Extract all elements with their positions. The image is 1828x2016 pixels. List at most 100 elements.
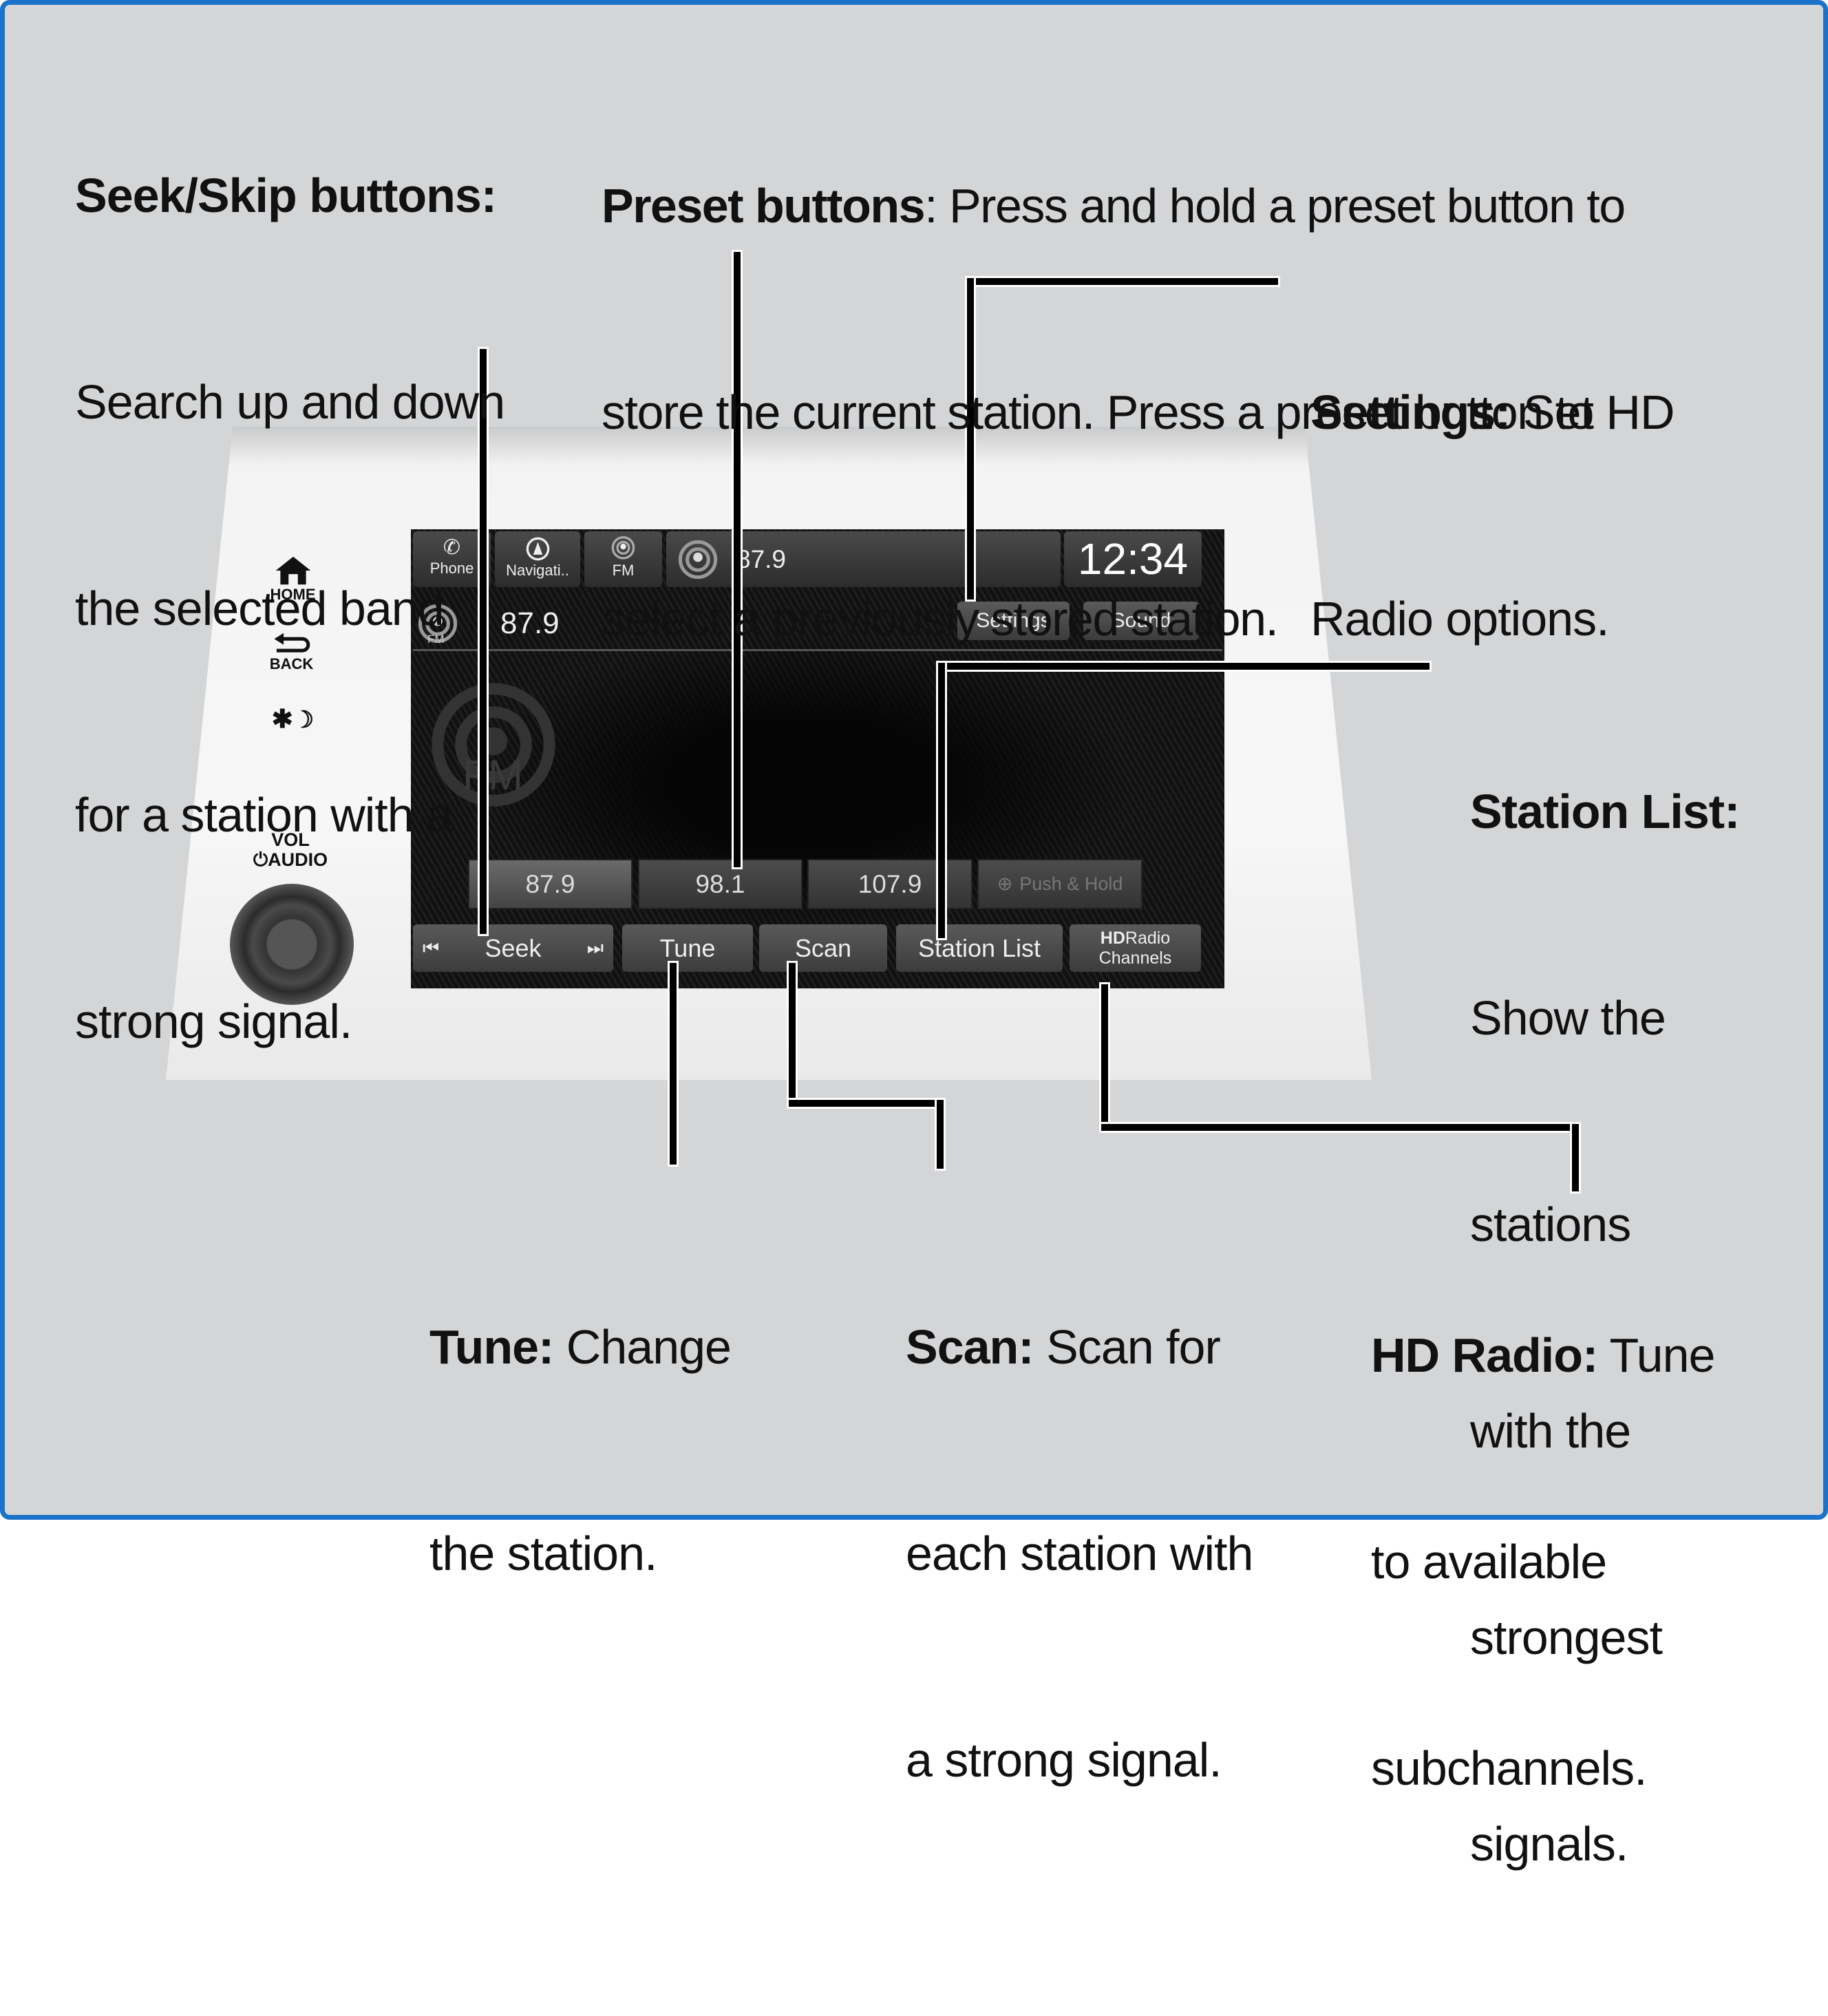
hd-leader-line bbox=[1101, 1124, 1579, 1131]
navigation-icon bbox=[526, 537, 549, 561]
sound-button[interactable]: Sound bbox=[1083, 602, 1199, 640]
preset-label: 98.1 bbox=[695, 869, 745, 898]
seek-callout: Seek/Skip buttons: Search up and down th… bbox=[75, 23, 505, 1193]
preset-label: 87.9 bbox=[525, 869, 575, 898]
current-station: 87.9 bbox=[500, 606, 560, 640]
callout-line: Radio options. bbox=[1310, 592, 1610, 646]
moon-icon: ☽ bbox=[293, 707, 315, 733]
home-icon bbox=[275, 556, 310, 585]
phone-icon: ✆ bbox=[443, 536, 461, 559]
tab-phone[interactable]: ✆ Phone bbox=[413, 531, 491, 587]
tab-label: Phone bbox=[429, 560, 474, 577]
callout-line: the selected band bbox=[75, 582, 445, 635]
divider bbox=[413, 649, 1222, 651]
hd-leader-line bbox=[1101, 984, 1108, 1131]
scan-label: Scan bbox=[794, 933, 852, 962]
volume-knob[interactable] bbox=[230, 884, 354, 1005]
callout-line: store the current station. Press a prese… bbox=[602, 385, 1594, 439]
tune-leader-line bbox=[670, 963, 677, 1165]
fm-icon bbox=[418, 604, 458, 644]
hd-radio-callout: HD Radio: Tune to available subchannels. bbox=[1371, 1183, 1715, 1940]
settings-leader-line bbox=[967, 278, 1278, 285]
callout-line: each station with bbox=[906, 1527, 1253, 1580]
touch-screen: ✆ Phone Navigati.. FM 87.9 12:34 FM 87.9… bbox=[411, 529, 1224, 988]
channels-label: Channels bbox=[1098, 948, 1172, 968]
callout-line: Search up and down bbox=[75, 375, 505, 429]
seek-button[interactable]: ⏮ Seek ⏭ bbox=[413, 924, 613, 972]
callout-title: Preset buttons bbox=[602, 179, 926, 233]
settings-button[interactable]: Settings bbox=[957, 602, 1070, 640]
callout-line: select a previously stored station. bbox=[602, 592, 1279, 646]
hd-radio-label: Radio bbox=[1125, 928, 1171, 948]
callout-line: Change bbox=[553, 1320, 732, 1374]
scan-button[interactable]: Scan bbox=[759, 924, 887, 972]
tab-label: Navigati.. bbox=[506, 562, 569, 579]
now-playing-tab[interactable]: 87.9 bbox=[666, 531, 1061, 587]
sun-icon: ✱ bbox=[271, 705, 293, 733]
tune-button[interactable]: Tune bbox=[622, 924, 753, 972]
tab-label: FM bbox=[612, 562, 635, 579]
preset-button-3[interactable]: 107.9 bbox=[807, 859, 973, 909]
seek-label: Seek bbox=[485, 933, 542, 962]
callout-title: Station List: bbox=[1470, 785, 1740, 838]
push-hold-label: Push & Hold bbox=[1019, 873, 1123, 894]
radio-icon bbox=[678, 540, 718, 580]
radio-icon bbox=[611, 536, 635, 560]
callout-line: : Press and hold a preset button to bbox=[924, 179, 1626, 233]
callout-line: Tune bbox=[1597, 1328, 1715, 1382]
tune-label: Tune bbox=[659, 933, 716, 962]
hd-logo-icon: HD bbox=[1100, 928, 1125, 948]
plus-icon: ⊕ bbox=[997, 873, 1013, 894]
callout-title: Scan: bbox=[906, 1320, 1034, 1374]
fm-watermark: FM bbox=[463, 752, 524, 798]
clock-text: 12:34 bbox=[1077, 534, 1189, 584]
preset-button-1[interactable]: 87.9 bbox=[468, 859, 633, 909]
audio-label: AUDIO bbox=[268, 849, 328, 870]
scan-leader-line bbox=[937, 1100, 944, 1169]
vol-audio-label: VOL ⏻AUDIO bbox=[244, 830, 337, 870]
callout-line: strong signal. bbox=[75, 995, 352, 1048]
preset-button-2[interactable]: 98.1 bbox=[638, 859, 803, 909]
callout-line: stations bbox=[1470, 1198, 1631, 1251]
callout-title: Seek/Skip buttons: bbox=[75, 169, 497, 222]
now-playing-station: 87.9 bbox=[736, 545, 787, 573]
callout-line: subchannels. bbox=[1371, 1741, 1648, 1795]
tune-callout: Tune: Change the station. bbox=[429, 1175, 732, 1726]
callout-line: with the bbox=[1470, 1404, 1631, 1458]
callout-line: a strong signal. bbox=[906, 1733, 1222, 1787]
settings-leader-line bbox=[967, 278, 974, 600]
station-list-label: Station List bbox=[917, 933, 1041, 962]
scan-leader-line bbox=[789, 963, 796, 1106]
preset-callout: Preset buttons: Press and hold a preset … bbox=[602, 34, 1626, 791]
clock: 12:34 bbox=[1064, 531, 1202, 587]
skip-forward-icon[interactable]: ⏭ bbox=[586, 937, 604, 958]
preset-leader-line bbox=[734, 252, 741, 867]
callout-line: to available bbox=[1371, 1535, 1607, 1589]
tab-fm[interactable]: FM bbox=[584, 531, 662, 587]
radio-diagram: HOME BACK ✱☽ VOL ⏻AUDIO ✆ Phone Navigati… bbox=[0, 0, 1828, 1871]
station-list-leader-line bbox=[938, 663, 1430, 670]
callout-line: Scan for bbox=[1033, 1320, 1221, 1374]
home-button[interactable]: HOME bbox=[264, 555, 322, 604]
home-label: HOME bbox=[270, 586, 316, 603]
fm-badge: FM bbox=[427, 633, 445, 646]
vol-label: VOL bbox=[271, 829, 310, 850]
scan-leader-line bbox=[789, 1100, 944, 1107]
seek-leader-line bbox=[480, 349, 487, 934]
sound-label: Sound bbox=[1111, 609, 1171, 632]
tab-navigation[interactable]: Navigati.. bbox=[495, 531, 580, 587]
settings-label: Settings bbox=[976, 609, 1051, 632]
day-night-button[interactable]: ✱☽ bbox=[264, 704, 322, 734]
station-list-button[interactable]: Station List bbox=[896, 924, 1063, 972]
callout-line: the station. bbox=[429, 1527, 657, 1580]
preset-button-empty[interactable]: ⊕ Push & Hold bbox=[977, 859, 1142, 909]
back-label: BACK bbox=[269, 655, 314, 672]
callout-line: Show the bbox=[1470, 991, 1666, 1045]
callout-title: Settings: bbox=[1310, 385, 1511, 439]
skip-back-icon[interactable]: ⏮ bbox=[423, 937, 440, 958]
back-icon bbox=[274, 633, 310, 652]
callout-title: Tune: bbox=[429, 1320, 554, 1374]
back-button[interactable]: BACK bbox=[264, 632, 319, 673]
settings-callout: Settings: Set HD Radio options. bbox=[1310, 240, 1675, 791]
hd-radio-channels-button[interactable]: HDRadio Channels bbox=[1070, 924, 1201, 972]
